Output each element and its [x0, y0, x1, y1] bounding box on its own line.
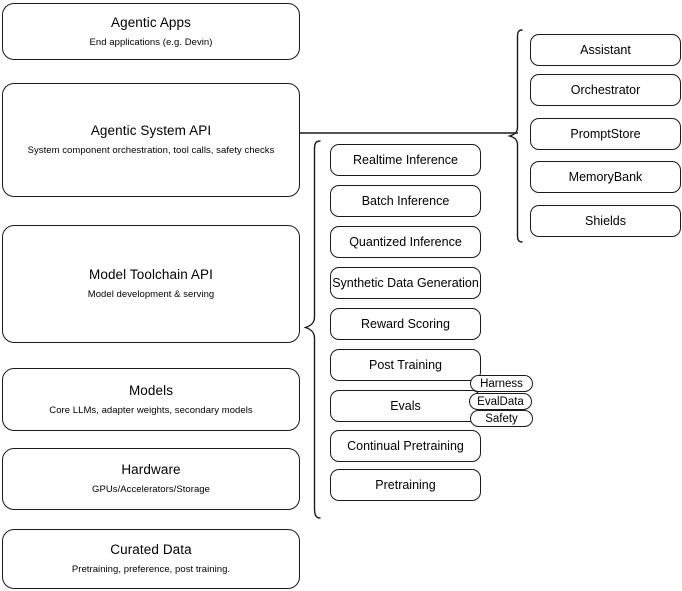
stack-layer-model-toolchain-api[interactable]: Model Toolchain API Model development & …: [2, 225, 300, 343]
component-label: Orchestrator: [570, 83, 641, 97]
component-label: MemoryBank: [568, 170, 643, 184]
agentic-component-assistant[interactable]: Assistant: [530, 34, 681, 66]
component-label: Reward Scoring: [361, 317, 450, 331]
layer-subtitle: Pretraining, preference, post training.: [71, 564, 231, 575]
layer-subtitle: Core LLMs, adapter weights, secondary mo…: [49, 404, 253, 416]
toolchain-component-reward-scoring[interactable]: Reward Scoring: [330, 308, 481, 340]
subcomponent-label: EvalData: [477, 395, 524, 408]
component-label: PromptStore: [570, 127, 641, 141]
stack-layer-models[interactable]: Models Core LLMs, adapter weights, secon…: [2, 368, 300, 431]
subcomponent-label: Harness: [480, 377, 523, 390]
component-label: Post Training: [369, 358, 442, 372]
layer-title: Curated Data: [110, 542, 192, 558]
subcomponent-label: Safety: [485, 412, 518, 425]
component-label: Evals: [390, 399, 421, 413]
evals-subcomponent-harness[interactable]: Harness: [470, 375, 533, 392]
toolchain-component-synthetic-data-generation[interactable]: Synthetic Data Generation: [330, 267, 481, 299]
evals-subcomponent-safety[interactable]: Safety: [470, 410, 533, 427]
layer-subtitle: End applications (e.g. Devin): [89, 36, 213, 48]
toolchain-component-batch-inference[interactable]: Batch Inference: [330, 185, 481, 217]
layer-title: Agentic System API: [90, 123, 212, 139]
stack-layer-agentic-system-api[interactable]: Agentic System API System component orch…: [2, 83, 300, 197]
component-label: Pretraining: [375, 478, 436, 492]
toolchain-component-realtime-inference[interactable]: Realtime Inference: [330, 144, 481, 176]
component-label: Realtime Inference: [353, 153, 458, 167]
layer-subtitle: System component orchestration, tool cal…: [27, 145, 275, 156]
stack-layer-hardware[interactable]: Hardware GPUs/Accelerators/Storage: [2, 448, 300, 510]
component-label: Synthetic Data Generation: [332, 276, 479, 290]
agentic-component-orchestrator[interactable]: Orchestrator: [530, 74, 681, 106]
brace-toolchain-components: [304, 139, 322, 520]
layer-subtitle: GPUs/Accelerators/Storage: [92, 484, 210, 495]
layer-title: Model Toolchain API: [89, 267, 213, 283]
stack-layer-agentic-apps[interactable]: Agentic Apps End applications (e.g. Devi…: [2, 3, 300, 60]
connector-agentic-system-api-to-components: [300, 126, 518, 140]
agentic-component-shields[interactable]: Shields: [530, 205, 681, 237]
evals-subcomponent-evaldata[interactable]: EvalData: [469, 393, 532, 410]
layer-title: Agentic Apps: [110, 14, 191, 30]
layer-title: Hardware: [121, 462, 181, 478]
component-label: Batch Inference: [361, 194, 450, 208]
toolchain-component-quantized-inference[interactable]: Quantized Inference: [330, 226, 481, 258]
component-label: Shields: [585, 214, 626, 228]
layer-subtitle: Model development & serving: [87, 289, 215, 300]
component-label: Continual Pretraining: [347, 439, 464, 453]
toolchain-component-continual-pretraining[interactable]: Continual Pretraining: [330, 430, 481, 462]
stack-layer-curated-data[interactable]: Curated Data Pretraining, preference, po…: [2, 529, 300, 589]
toolchain-component-pretraining[interactable]: Pretraining: [330, 469, 481, 501]
layer-title: Models: [128, 382, 174, 398]
agentic-component-memorybank[interactable]: MemoryBank: [530, 161, 681, 193]
component-label: Quantized Inference: [349, 235, 462, 249]
toolchain-component-post-training[interactable]: Post Training: [330, 349, 481, 381]
toolchain-component-evals[interactable]: Evals: [330, 390, 481, 422]
component-label: Assistant: [580, 43, 631, 57]
agentic-component-promptstore[interactable]: PromptStore: [530, 118, 681, 150]
brace-agentic-components: [508, 28, 524, 244]
